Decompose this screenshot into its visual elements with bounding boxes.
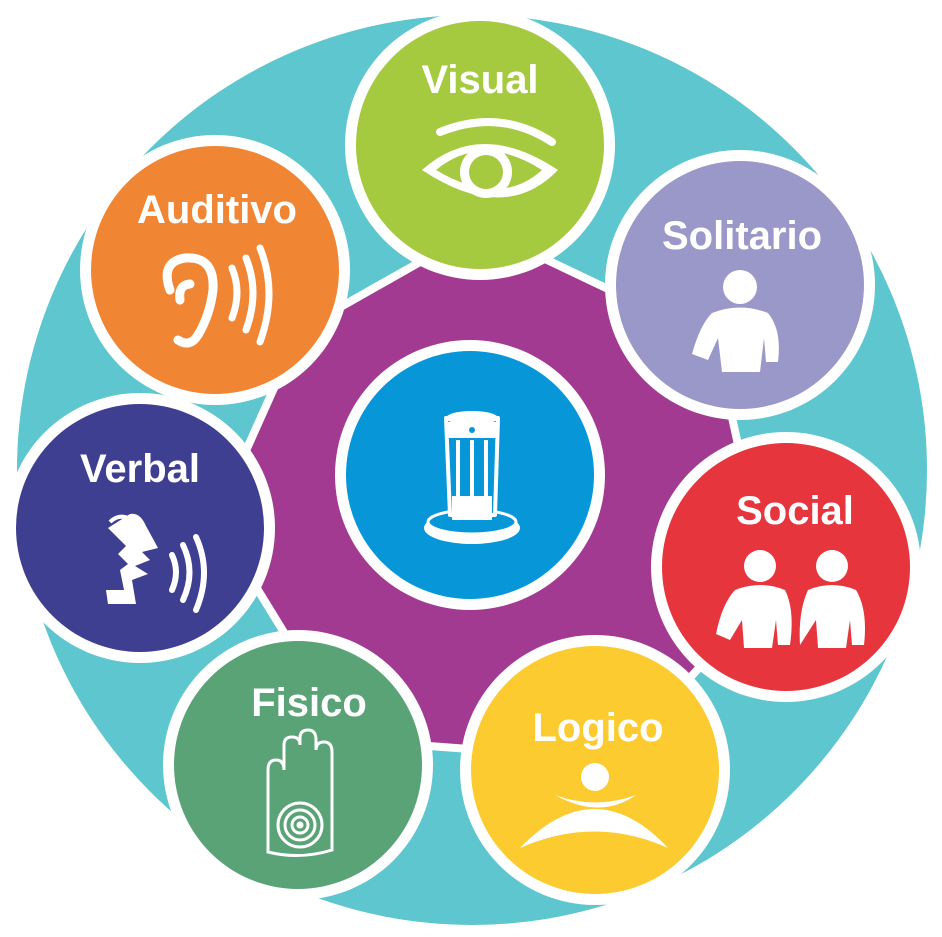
ear-icon	[162, 244, 273, 348]
node-label-fisico: Fisico	[251, 681, 367, 725]
node-label-social: Social	[736, 489, 854, 533]
node-auditivo[interactable]: Auditivo	[80, 135, 350, 405]
speaking-face-icon	[106, 513, 207, 613]
node-verbal[interactable]: Verbal	[5, 393, 275, 663]
kiosk-icon	[424, 411, 520, 544]
node-label-visual: Visual	[421, 58, 538, 102]
person-icon	[692, 270, 779, 372]
node-social[interactable]: Social	[651, 432, 921, 702]
node-label-logico: Logico	[532, 706, 663, 750]
center-node	[335, 340, 605, 610]
node-label-solitario: Solitario	[662, 214, 822, 258]
node-label-auditivo: Auditivo	[137, 188, 297, 232]
node-label-verbal: Verbal	[80, 447, 200, 491]
node-solitario[interactable]: Solitario	[605, 150, 875, 420]
node-logico[interactable]: Logico	[460, 635, 730, 905]
two-people-icon	[716, 550, 865, 648]
smile-figure-icon	[520, 763, 668, 848]
node-fisico[interactable]: Fisico	[163, 630, 433, 900]
hand-icon	[266, 728, 334, 858]
node-visual[interactable]: Visual	[345, 10, 615, 280]
eye-icon	[422, 118, 558, 198]
